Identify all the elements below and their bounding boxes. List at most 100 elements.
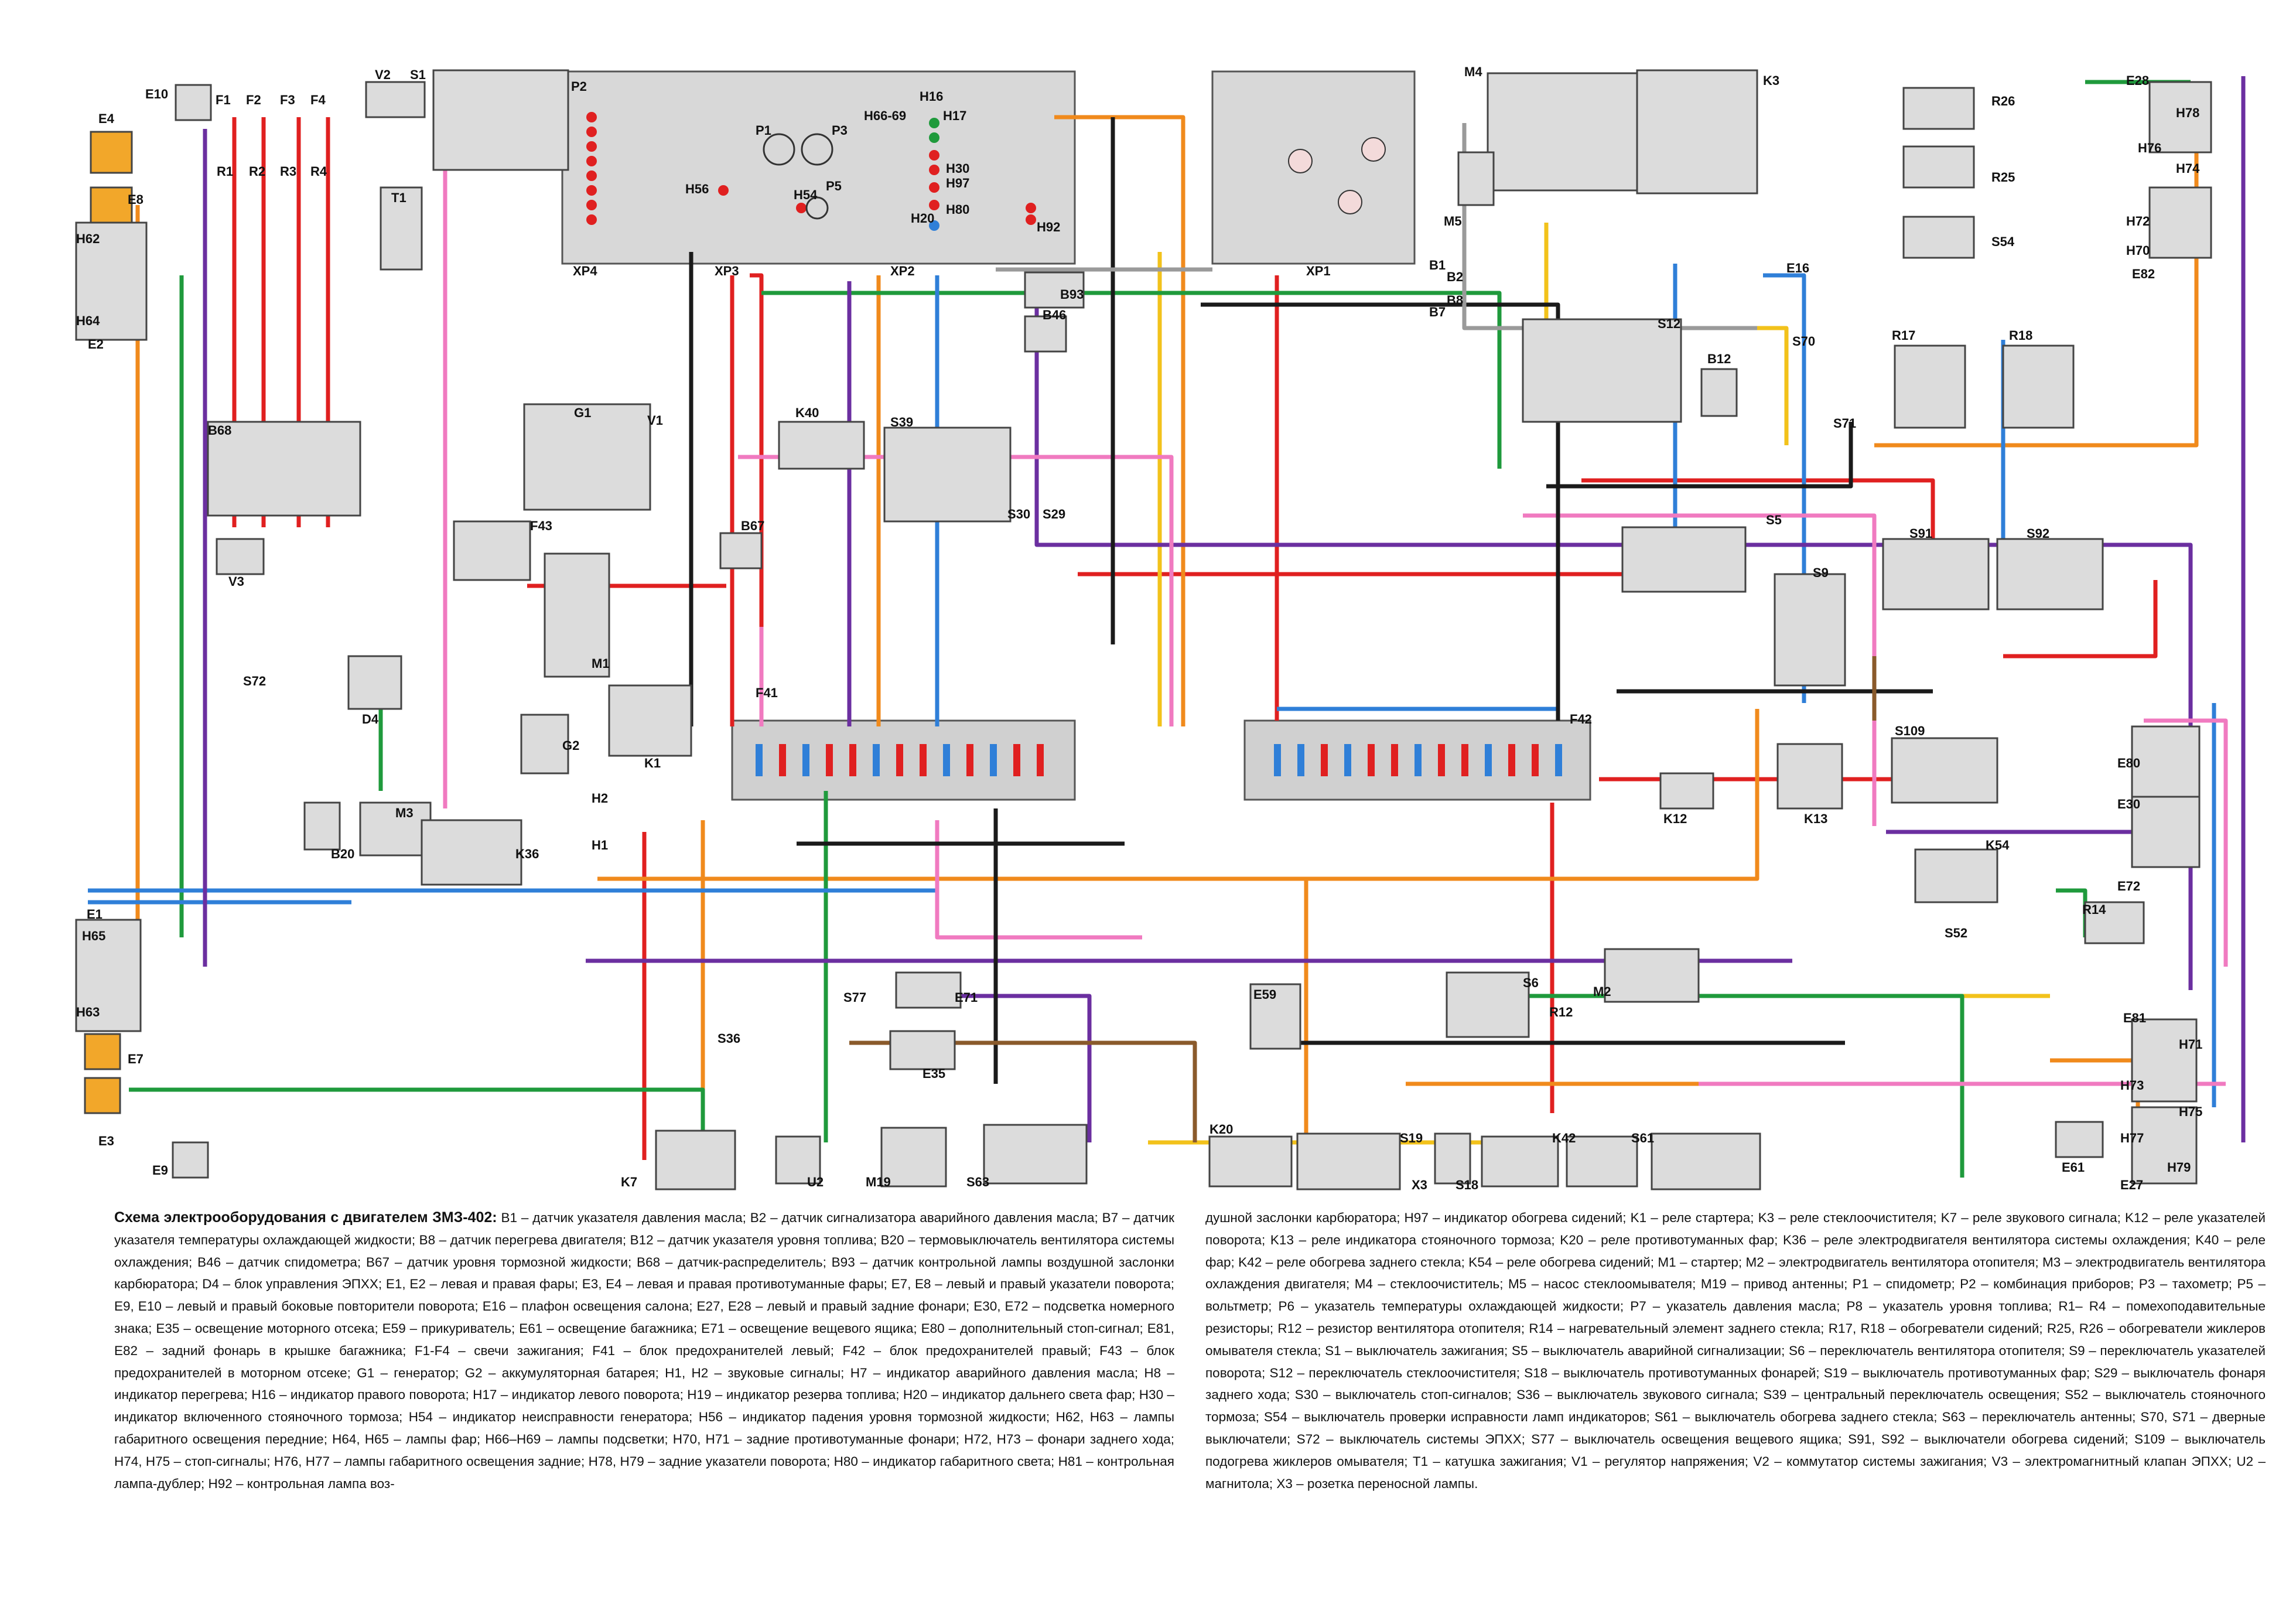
label-e28: E28 xyxy=(2126,73,2149,88)
label-f41: F41 xyxy=(756,685,778,700)
label-e35: E35 xyxy=(922,1066,945,1081)
instrument-cluster-left-panel xyxy=(561,70,1076,265)
label-p3: P3 xyxy=(832,123,848,138)
label-s109: S109 xyxy=(1895,724,1925,738)
label-b8: B8 xyxy=(1447,293,1463,308)
label-s91: S91 xyxy=(1909,526,1932,541)
label-h73: H73 xyxy=(2120,1078,2144,1093)
label-s19: S19 xyxy=(1400,1131,1423,1145)
label-s92: S92 xyxy=(2027,526,2049,541)
label-r1: R1 xyxy=(217,164,233,179)
component-labels: E10 F1 F2 F3 F4 R1 R2 R3 R4 V2 S1 P2 E4 … xyxy=(76,64,2202,1192)
label-e16: E16 xyxy=(1786,261,1809,275)
label-r3: R3 xyxy=(280,164,296,179)
label-u2: U2 xyxy=(807,1175,824,1189)
label-k3: K3 xyxy=(1763,73,1779,88)
label-s9: S9 xyxy=(1813,565,1829,580)
label-s63: S63 xyxy=(966,1175,989,1189)
label-s70: S70 xyxy=(1792,334,1815,349)
label-h75: H75 xyxy=(2179,1104,2202,1119)
label-m4: M4 xyxy=(1464,64,1482,79)
caption-left-column: Схема электрооборудования с двигателем З… xyxy=(114,1207,1174,1495)
label-xp4: XP4 xyxy=(573,264,597,278)
label-h65: H65 xyxy=(82,929,105,943)
label-h20: H20 xyxy=(911,211,934,226)
label-e80: E80 xyxy=(2117,756,2140,770)
label-h97: H97 xyxy=(946,176,969,190)
label-e10: E10 xyxy=(145,87,168,101)
label-h30: H30 xyxy=(946,161,969,176)
label-h80: H80 xyxy=(946,202,969,217)
label-s77: S77 xyxy=(843,990,866,1005)
caption-right-text: душной заслонки карбюратора; H97 – индик… xyxy=(1205,1210,2266,1491)
label-k7: K7 xyxy=(621,1175,637,1189)
label-g2: G2 xyxy=(562,738,579,753)
label-r4: R4 xyxy=(310,164,327,179)
label-h62: H62 xyxy=(76,231,100,246)
label-e2: E2 xyxy=(88,337,104,352)
label-s5: S5 xyxy=(1766,513,1782,527)
label-f3: F3 xyxy=(280,93,295,107)
label-k40: K40 xyxy=(795,405,819,420)
label-p2: P2 xyxy=(571,79,587,94)
label-s30: S30 xyxy=(1007,507,1030,521)
label-e3: E3 xyxy=(98,1134,114,1148)
caption-left-text: B1 – датчик указателя давления масла; B2… xyxy=(114,1210,1174,1491)
caption-right-column: душной заслонки карбюратора; H97 – индик… xyxy=(1205,1207,2266,1495)
label-h74: H74 xyxy=(2176,161,2200,176)
label-v2: V2 xyxy=(375,67,391,82)
label-b2: B2 xyxy=(1447,269,1463,284)
label-b12: B12 xyxy=(1707,352,1731,366)
label-h16: H16 xyxy=(920,89,943,104)
label-t1: T1 xyxy=(391,190,406,205)
label-r14: R14 xyxy=(2082,902,2106,917)
label-x3: X3 xyxy=(1412,1178,1427,1192)
label-e9: E9 xyxy=(152,1163,168,1178)
label-h66-69: H66-69 xyxy=(864,108,906,123)
label-xp1: XP1 xyxy=(1306,264,1331,278)
label-s6: S6 xyxy=(1523,975,1539,990)
label-e81: E81 xyxy=(2123,1011,2146,1025)
label-p1: P1 xyxy=(756,123,771,138)
label-h2: H2 xyxy=(592,791,608,806)
label-m1: M1 xyxy=(592,656,610,671)
label-e7: E7 xyxy=(128,1052,144,1066)
label-k20: K20 xyxy=(1210,1122,1233,1137)
label-e1: E1 xyxy=(87,907,102,922)
label-xp3: XP3 xyxy=(715,264,739,278)
label-s71: S71 xyxy=(1833,416,1856,431)
label-r26: R26 xyxy=(1991,94,2015,108)
label-v3: V3 xyxy=(228,574,244,589)
label-h64: H64 xyxy=(76,313,100,328)
label-h78: H78 xyxy=(2176,105,2199,120)
label-h76: H76 xyxy=(2138,141,2161,155)
instrument-cluster-right-panel xyxy=(1211,70,1416,265)
label-r2: R2 xyxy=(249,164,265,179)
label-e27: E27 xyxy=(2120,1178,2143,1192)
label-s52: S52 xyxy=(1945,926,1967,940)
component-boxes xyxy=(75,69,2212,1190)
label-f43: F43 xyxy=(530,518,552,533)
label-k36: K36 xyxy=(515,847,539,861)
label-s18: S18 xyxy=(1456,1178,1478,1192)
label-k12: K12 xyxy=(1663,811,1687,826)
cluster-indicator-lamps xyxy=(586,112,1386,231)
label-e59: E59 xyxy=(1253,987,1276,1002)
label-d4: D4 xyxy=(362,712,379,726)
label-k54: K54 xyxy=(1986,838,2010,852)
label-f2: F2 xyxy=(246,93,261,107)
label-e4: E4 xyxy=(98,111,115,126)
label-k42: K42 xyxy=(1552,1131,1576,1145)
label-f42: F42 xyxy=(1570,712,1592,726)
label-b7: B7 xyxy=(1429,305,1446,319)
label-r18: R18 xyxy=(2009,328,2032,343)
label-h17: H17 xyxy=(943,108,966,123)
label-h70: H70 xyxy=(2126,243,2150,258)
label-e72: E72 xyxy=(2117,879,2140,893)
label-h72: H72 xyxy=(2126,214,2150,228)
label-s54: S54 xyxy=(1991,234,2015,249)
label-r12: R12 xyxy=(1549,1005,1573,1019)
label-r25: R25 xyxy=(1991,170,2015,185)
